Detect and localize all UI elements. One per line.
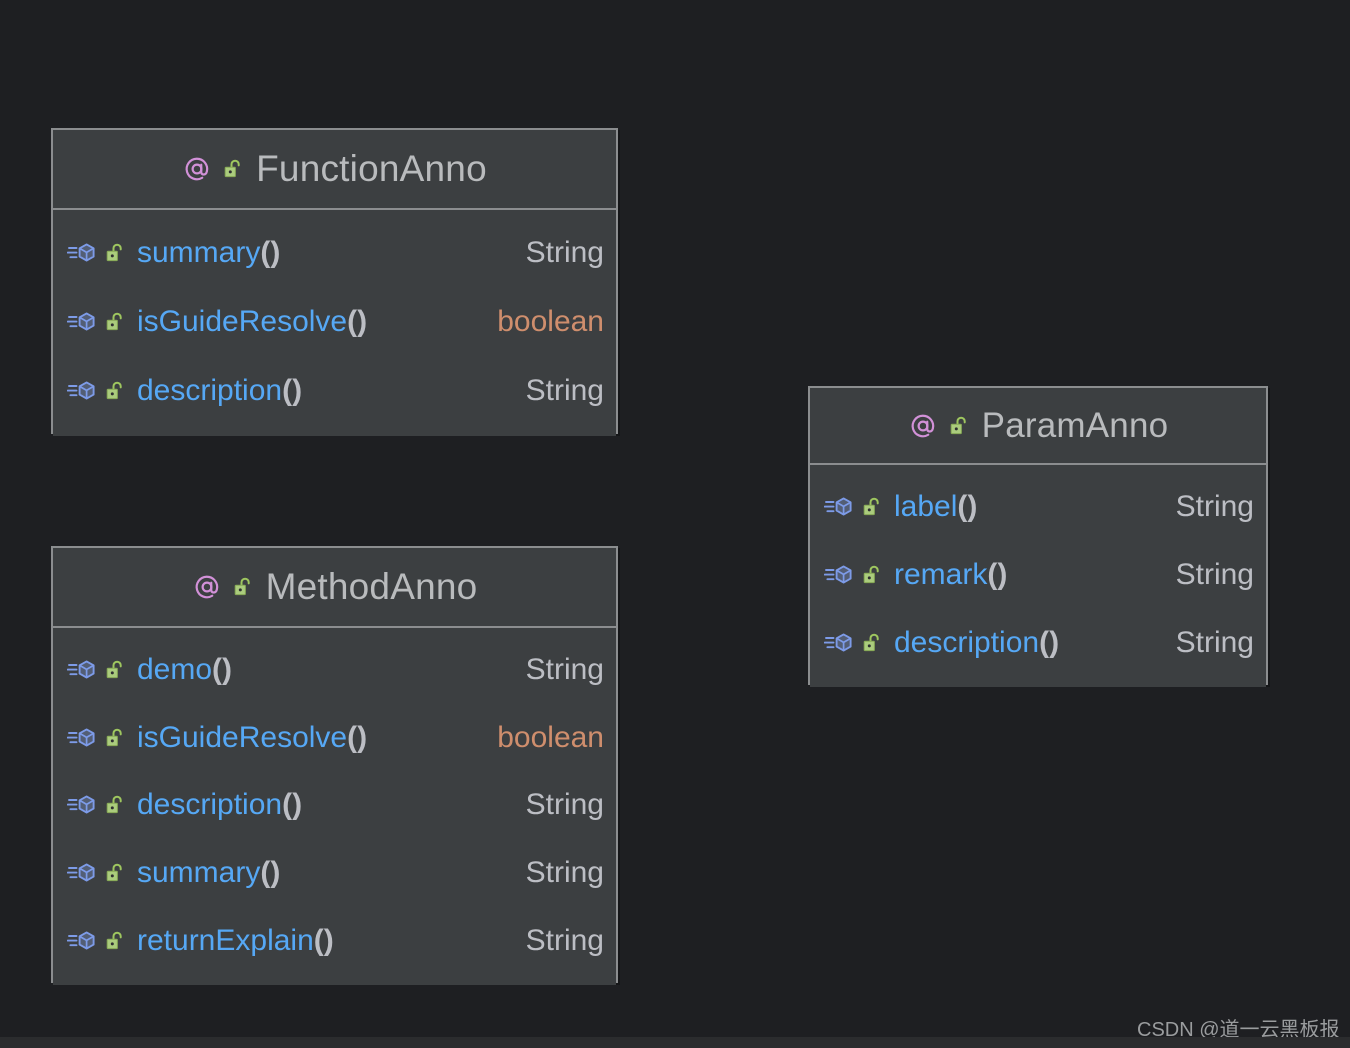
method-cube-icon — [66, 309, 97, 335]
member-icons — [66, 725, 137, 751]
uml-box-members-method-anno: demo()String isGuideResolve()boolean — [53, 628, 616, 985]
member-parentheses: () — [347, 720, 368, 754]
method-cube-icon — [823, 562, 854, 588]
member-icons — [823, 562, 894, 588]
member-name: summary — [137, 856, 261, 890]
member-return-type: String — [1175, 626, 1254, 659]
uml-box-members-param-anno: label()String remark()String — [810, 465, 1266, 687]
unlocked-padlock-icon — [103, 726, 127, 750]
unlocked-padlock-icon — [103, 861, 127, 885]
member-parentheses: () — [260, 235, 281, 269]
uml-box-members-function-anno: summary()String isGuideResolve()boolean — [53, 210, 616, 436]
member-parentheses: () — [282, 788, 303, 822]
member-icons — [823, 494, 894, 520]
member-icons — [66, 928, 137, 954]
member-icons — [66, 240, 137, 266]
unlocked-padlock-icon — [103, 310, 127, 334]
member-parentheses: () — [313, 924, 334, 958]
member-return-type: boolean — [497, 304, 604, 338]
member-icons — [823, 630, 894, 656]
at-annotation-icon — [192, 572, 222, 602]
member-parentheses: () — [987, 558, 1008, 591]
member-icons — [66, 657, 137, 683]
uml-class-box-function-anno[interactable]: FunctionAnno summary()String — [51, 128, 618, 436]
member-return-type: String — [525, 788, 604, 822]
member-icons — [66, 309, 137, 335]
uml-member-row[interactable]: isGuideResolve() boolean — [66, 704, 604, 772]
bottom-strip — [0, 1037, 1350, 1048]
method-cube-icon — [66, 860, 97, 886]
member-parentheses: () — [1039, 626, 1060, 659]
unlocked-padlock-icon — [231, 575, 255, 599]
member-return-type: String — [525, 374, 604, 408]
unlocked-padlock-icon — [221, 157, 245, 181]
member-parentheses: () — [957, 490, 978, 523]
member-parentheses: () — [212, 652, 233, 686]
method-cube-icon — [66, 928, 97, 954]
at-annotation-icon — [182, 154, 212, 184]
member-return-type: String — [525, 235, 604, 269]
uml-member-row[interactable]: description() String — [66, 772, 604, 840]
unlocked-padlock-icon — [103, 793, 127, 817]
method-cube-icon — [66, 657, 97, 683]
member-icons — [66, 378, 137, 404]
method-cube-icon — [66, 378, 97, 404]
member-name: isGuideResolve — [137, 304, 348, 338]
uml-box-title: ParamAnno — [981, 405, 1169, 445]
member-name: label — [894, 490, 958, 523]
uml-class-box-method-anno[interactable]: MethodAnno demo()String — [51, 546, 618, 985]
member-parentheses: () — [260, 856, 281, 890]
uml-member-row[interactable]: label() String — [823, 473, 1254, 541]
watermark-label: CSDN @道一云黑板报 — [1137, 1019, 1340, 1041]
member-return-type: String — [525, 924, 604, 958]
uml-member-row[interactable]: summary() String — [66, 218, 604, 287]
unlocked-padlock-icon — [860, 631, 884, 655]
uml-member-row[interactable]: summary() String — [66, 839, 604, 907]
method-cube-icon — [66, 725, 97, 751]
uml-box-header-method-anno[interactable]: MethodAnno — [53, 548, 616, 628]
uml-member-row[interactable]: remark() String — [823, 541, 1254, 609]
uml-member-row[interactable]: demo() String — [66, 636, 604, 704]
at-annotation-icon — [908, 411, 938, 441]
member-name: description — [137, 374, 283, 408]
uml-box-title: FunctionAnno — [256, 148, 487, 189]
member-return-type: boolean — [497, 720, 604, 754]
uml-box-title: MethodAnno — [265, 566, 478, 607]
member-return-type: String — [1175, 490, 1254, 523]
method-cube-icon — [823, 630, 854, 656]
uml-member-row[interactable]: description() String — [823, 609, 1254, 677]
member-return-type: String — [525, 856, 604, 890]
member-name: returnExplain — [137, 924, 314, 958]
member-icons — [66, 792, 137, 818]
unlocked-padlock-icon — [103, 929, 127, 953]
unlocked-padlock-icon — [103, 241, 127, 265]
unlocked-padlock-icon — [103, 379, 127, 403]
uml-member-row[interactable]: isGuideResolve() boolean — [66, 287, 604, 356]
member-parentheses: () — [282, 374, 303, 408]
unlocked-padlock-icon — [103, 658, 127, 682]
member-parentheses: () — [347, 304, 368, 338]
unlocked-padlock-icon — [860, 563, 884, 587]
member-name: remark — [894, 558, 988, 591]
uml-box-header-function-anno[interactable]: FunctionAnno — [53, 130, 616, 210]
member-icons — [66, 860, 137, 886]
uml-box-header-param-anno[interactable]: ParamAnno — [810, 388, 1266, 465]
method-cube-icon — [823, 494, 854, 520]
member-return-type: String — [525, 652, 604, 686]
uml-class-box-param-anno[interactable]: ParamAnno label()String — [808, 386, 1268, 687]
member-name: summary — [137, 235, 261, 269]
unlocked-padlock-icon — [947, 414, 971, 438]
member-return-type: String — [1175, 558, 1254, 591]
member-name: isGuideResolve — [137, 720, 348, 754]
method-cube-icon — [66, 792, 97, 818]
member-name: description — [137, 788, 283, 822]
unlocked-padlock-icon — [860, 495, 884, 519]
member-name: demo — [137, 652, 213, 686]
uml-member-row[interactable]: returnExplain() String — [66, 907, 604, 975]
method-cube-icon — [66, 240, 97, 266]
uml-member-row[interactable]: description() String — [66, 357, 604, 426]
member-name: description — [894, 626, 1040, 659]
